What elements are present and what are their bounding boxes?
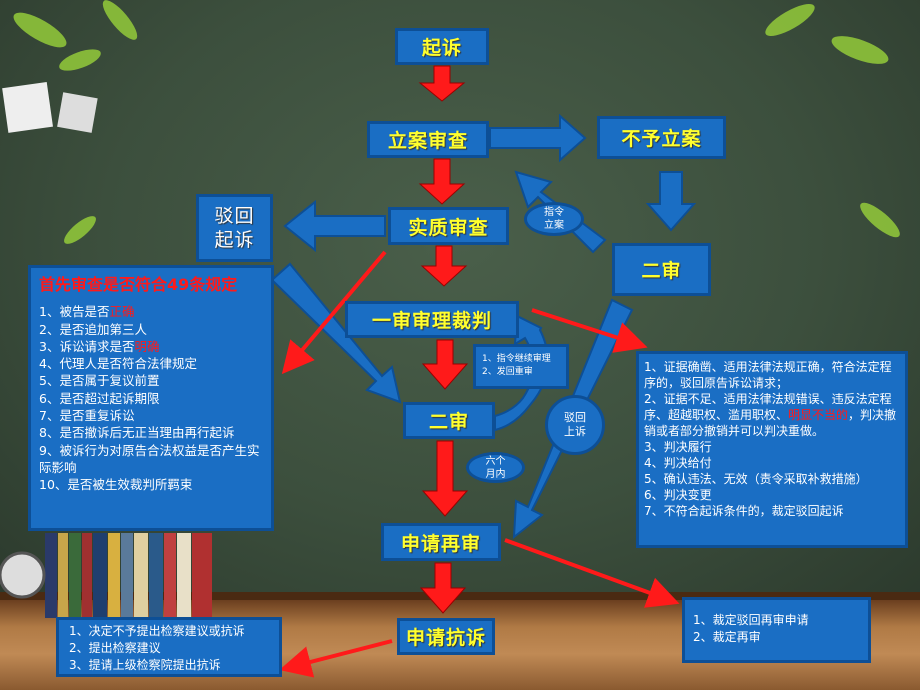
judgment-item-highlight: 明显不当的 — [788, 408, 849, 422]
remand-box: 1、指令继续审理 2、发回重审 — [473, 344, 569, 389]
judgment-item: 1、证据确凿、适用法律法规正确，符合法定程序的，驳回原告诉讼请求； — [644, 360, 892, 390]
judgment-item: 3、判决履行 — [644, 440, 712, 454]
judgment-item: 5、确认违法、无效（责令采取补救措施） — [644, 472, 868, 486]
check-item: 2、是否追加第三人 — [39, 321, 263, 338]
retrial-item: 1、裁定驳回再审申请 — [693, 613, 809, 627]
down-arrow-icon — [418, 65, 466, 102]
pointer-line — [281, 250, 387, 375]
check-item: 10、是否被生效裁判所羁束 — [39, 477, 193, 493]
down-arrow-icon — [419, 562, 467, 614]
ellipse-text: 指令 — [544, 207, 564, 218]
down-arrow-icon — [421, 440, 469, 517]
node-bohui-qisu: 驳回 起诉 — [196, 194, 273, 262]
node-ershen-right: 二审 — [612, 243, 711, 296]
down-arrow-icon — [421, 339, 469, 390]
pointer-line — [279, 639, 393, 678]
retrial-result-box: 1、裁定驳回再审申请 2、裁定再审 — [682, 597, 871, 663]
node-lian-shencha: 立案审查 — [367, 121, 489, 158]
check-item: 5、是否属于复议前置 — [39, 373, 160, 389]
ellipse-text: 六个 — [485, 455, 506, 467]
remand-item: 2、发回重审 — [482, 367, 533, 377]
check-item-highlight: 明确 — [134, 338, 160, 354]
down-arrow-icon — [420, 245, 468, 287]
clock-decoration-icon — [0, 551, 46, 599]
check-item-text: 3、诉讼请求是否 — [39, 338, 135, 354]
ellipse-zhiling-lian: 指令 立案 — [524, 202, 584, 236]
retrial-item: 2、裁定再审 — [693, 629, 761, 644]
pointer-line — [504, 538, 680, 608]
ellipse-bohui-shangsu: 驳回 上诉 — [545, 395, 605, 455]
protest-item: 3、提请上级检察院提出抗诉 — [69, 658, 221, 672]
judgment-item: 4、判决给付 — [644, 456, 712, 470]
node-shizhi-shencha: 实质审查 — [388, 207, 509, 245]
judgment-item-text: 2、证据不足、适用法律法规错误、违反法定程序、超越职权、滥用职权、 — [644, 392, 892, 422]
check-item: 1、被告是否正确 — [39, 303, 263, 320]
down-arrow-icon — [418, 158, 466, 205]
ellipse-text: 立案 — [544, 220, 564, 231]
protest-result-box: 1、决定不予提出检察建议或抗诉 2、提出检察建议 3、提请上级检察院提出抗诉 — [56, 617, 282, 677]
remand-item: 1、指令继续审理 — [482, 354, 551, 364]
pointer-line — [531, 308, 648, 353]
judgment-item: 7、不符合起诉条件的，裁定驳回起诉 — [644, 504, 844, 518]
check-item: 7、是否重复诉讼 — [39, 408, 135, 424]
article49-title: 首先审查是否符合49条规定 — [39, 275, 238, 294]
check-item: 3、诉讼请求是否明确 — [39, 338, 263, 355]
leaf-decoration-icon — [13, 0, 900, 244]
node-bohui-qisu-line1: 驳回 — [214, 205, 255, 227]
ellipse-text: 月内 — [485, 468, 506, 480]
check-item: 6、是否超过起诉期限 — [39, 390, 160, 406]
protest-item: 2、提出检察建议 — [69, 641, 161, 655]
node-ershen-center: 二审 — [403, 402, 495, 439]
node-yishen: 一审审理裁判 — [345, 301, 519, 338]
node-bohui-qisu-line2: 起诉 — [214, 229, 255, 251]
node-buyu-lian: 不予立案 — [597, 116, 726, 159]
judgment-item: 6、判决变更 — [644, 488, 712, 502]
ellipse-text: 上诉 — [564, 425, 586, 438]
protest-item: 1、决定不予提出检察建议或抗诉 — [69, 624, 245, 638]
check-item: 4、代理人是否符合法律规定 — [39, 356, 197, 372]
node-shenqing-kangsu: 申请抗诉 — [397, 618, 495, 655]
left-arrow-icon — [283, 199, 386, 253]
judgment-item-text: ，判决撤销或者部分撤销并可以判决重做。 — [644, 408, 897, 438]
right-arrow-icon — [489, 113, 587, 163]
check-item: 8、是否撤诉后无正当理由再行起诉 — [39, 425, 235, 441]
judgment-types-box: 1、证据确凿、适用法律法规正确，符合法定程序的，驳回原告诉讼请求； 2、证据不足… — [636, 351, 908, 548]
node-qisu: 起诉 — [395, 28, 489, 65]
photo-decoration-icon — [2, 82, 98, 133]
check-item-text: 2、是否追加第三人 — [39, 321, 147, 337]
diagonal-arrow-icon — [270, 262, 402, 404]
down-arrow-icon — [645, 171, 697, 232]
article49-check-box: 首先审查是否符合49条规定 1、被告是否正确 2、是否追加第三人 3、诉讼请求是… — [28, 265, 274, 531]
check-item-highlight: 正确 — [109, 304, 135, 320]
ellipse-liuge-yuenei: 六个 月内 — [466, 452, 525, 483]
check-item: 9、被诉行为对原告合法权益是否产生实际影响 — [39, 442, 260, 475]
books-decoration-icon — [45, 533, 212, 618]
check-item-text: 1、被告是否 — [39, 304, 110, 320]
judgment-item: 2、证据不足、适用法律法规错误、违反法定程序、超越职权、滥用职权、明显不当的，判… — [644, 391, 900, 439]
node-shenqing-zaishen: 申请再审 — [381, 523, 501, 561]
ellipse-text: 驳回 — [564, 411, 586, 424]
